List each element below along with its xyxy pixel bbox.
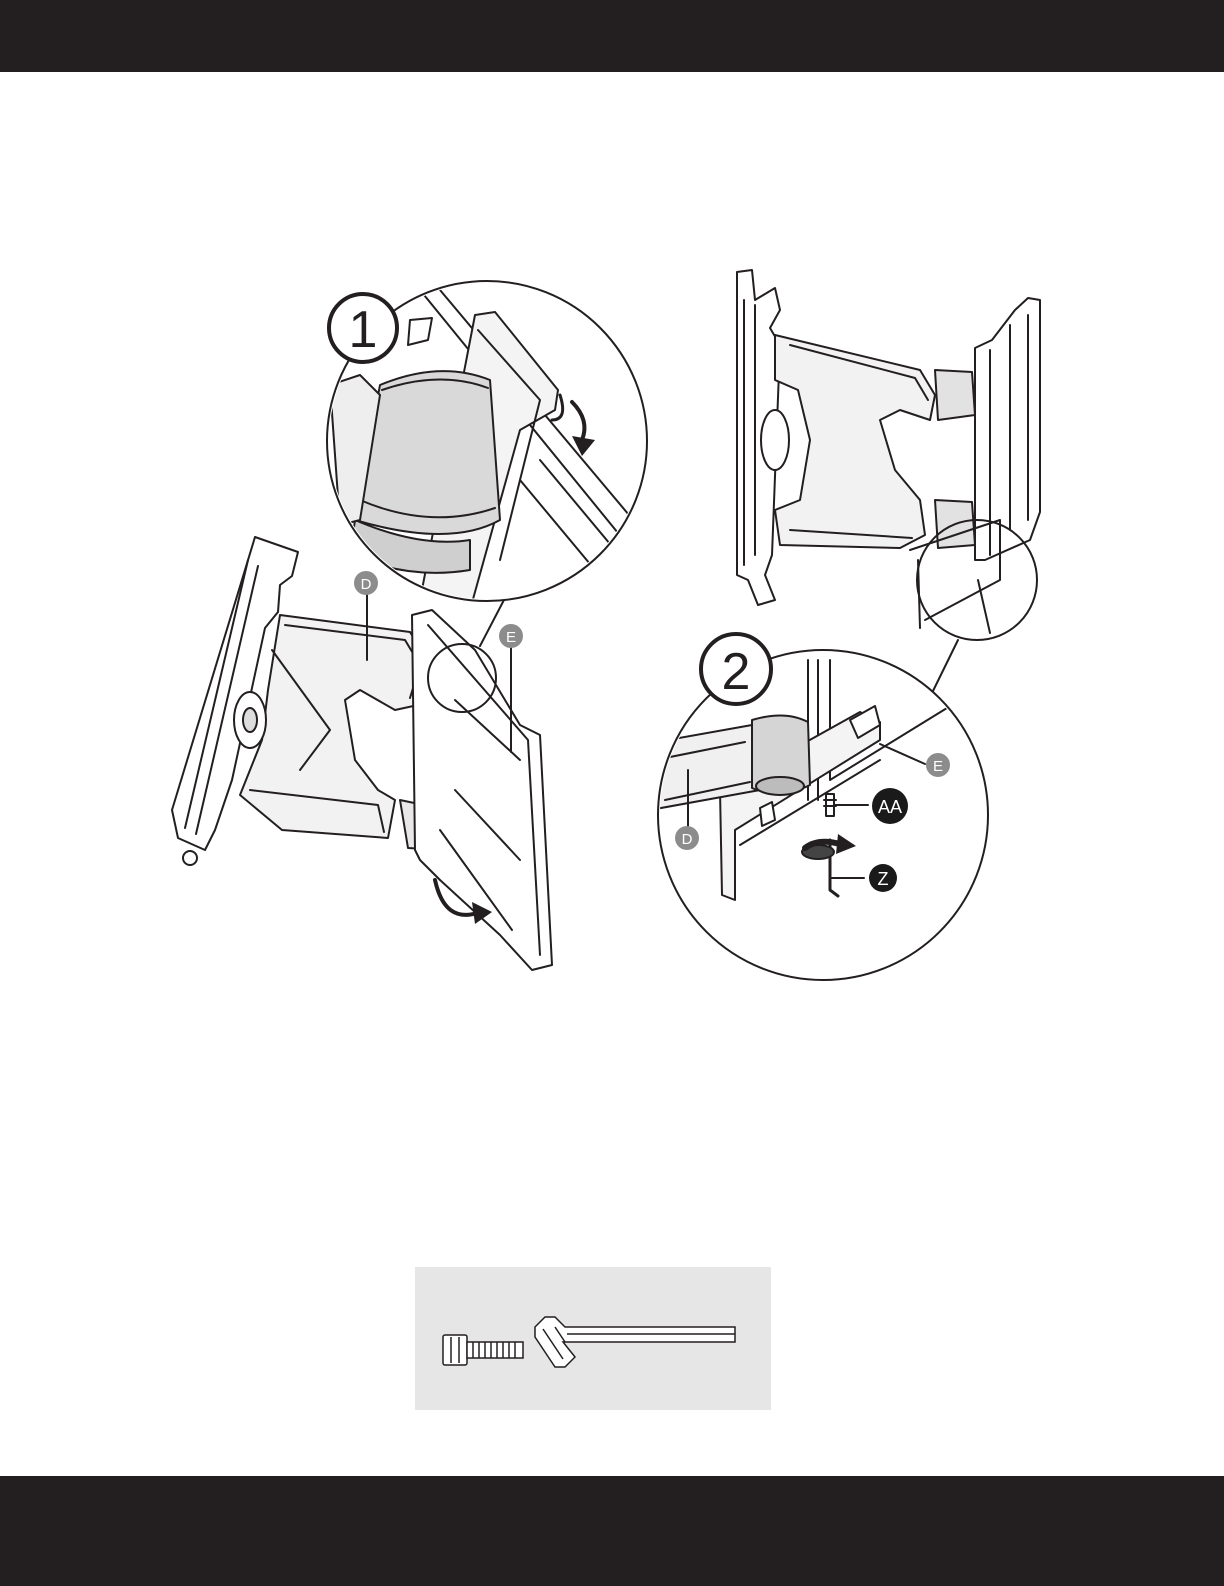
screw-icon	[443, 1335, 523, 1365]
left-mount-assembly	[172, 537, 552, 970]
callout-d-left-text: D	[361, 576, 372, 593]
callout-z-text: Z	[878, 869, 889, 889]
detail-view-2	[640, 650, 988, 980]
callout-d-left: D	[354, 571, 378, 595]
callout-d-right-text: D	[682, 831, 693, 848]
hex-key-icon	[535, 1317, 735, 1367]
step-2-number: 2	[722, 643, 751, 701]
callout-e-left-text: E	[506, 629, 516, 646]
callout-e-right: E	[926, 753, 950, 777]
step-2-marker: 2	[701, 634, 771, 704]
step-1-marker: 1	[329, 294, 397, 362]
hardware-panel	[415, 1267, 771, 1410]
callout-aa-text: AA	[878, 797, 902, 817]
footer-band	[0, 1476, 1224, 1586]
callout-d-right: D	[675, 826, 699, 850]
callout-e-left: E	[499, 624, 523, 648]
callout-e-right-text: E	[933, 758, 943, 775]
callout-aa: AA	[872, 788, 908, 824]
right-mount-assembly	[737, 270, 1040, 640]
callout-z: Z	[869, 864, 897, 892]
step-1-number: 1	[349, 301, 378, 359]
